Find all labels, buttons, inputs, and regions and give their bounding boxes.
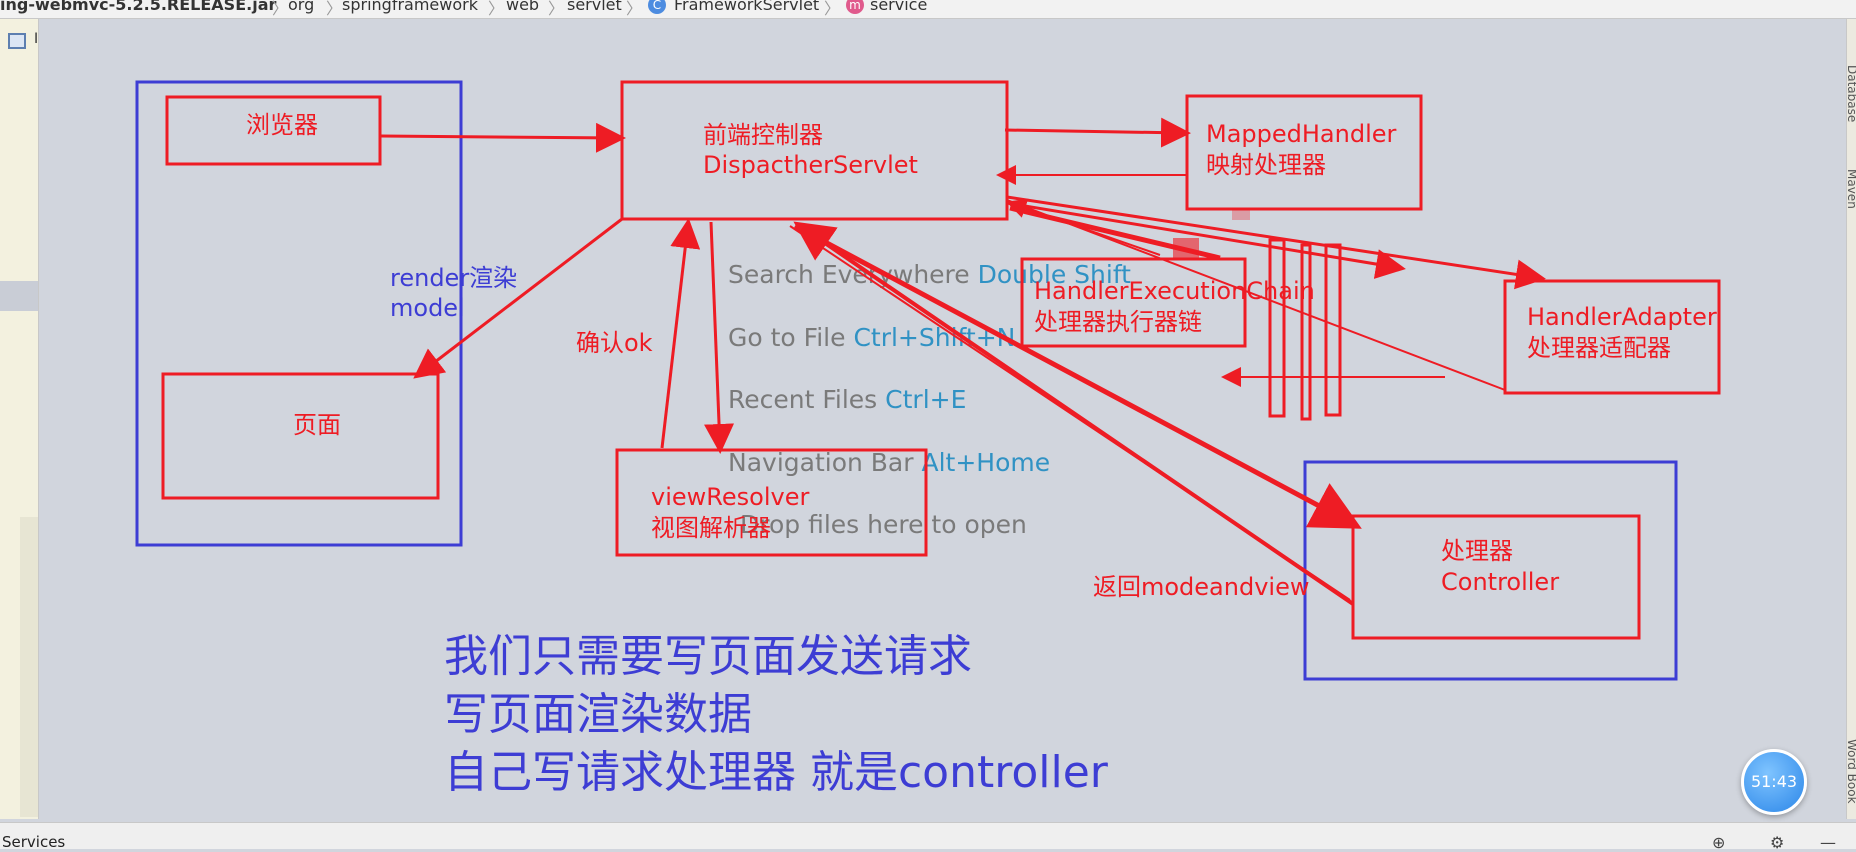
right-tool-strip: Database Maven Word Book bbox=[1845, 19, 1856, 819]
hint-label: Recent Files bbox=[728, 385, 878, 414]
adapter-label-cn: 处理器适配器 bbox=[1527, 334, 1671, 362]
breadcrumb-separator: 〉 bbox=[326, 0, 343, 18]
hint-shortcut: Double Shift bbox=[977, 260, 1131, 289]
globe-icon[interactable]: ⊕ bbox=[1712, 833, 1726, 852]
return-modelandview-label: 返回modeandview bbox=[1093, 573, 1310, 601]
bottom-tool-bar: Services ⊕ ⚙ — bbox=[0, 822, 1856, 852]
modelandview-return-arrow bbox=[793, 221, 1355, 606]
summary-line: 我们只需要写页面发送请求 bbox=[444, 631, 972, 682]
interceptor-bar bbox=[1300, 243, 1312, 421]
hint-shortcut: Alt+Home bbox=[921, 448, 1051, 477]
summary-line: 写页面渲染数据 bbox=[444, 689, 752, 740]
resolve-view-arrow bbox=[704, 221, 735, 454]
breadcrumb-separator: 〉 bbox=[272, 0, 289, 18]
hint-drop-files: Drop files here to open bbox=[740, 510, 1027, 539]
hint-label: Drop files here to open bbox=[740, 510, 1027, 539]
breadcrumb-item-web[interactable]: web bbox=[506, 0, 540, 14]
chain-label-en: HandlerExecutionChain bbox=[1034, 277, 1315, 305]
interceptor-bar bbox=[1268, 238, 1286, 418]
browser-box bbox=[165, 95, 382, 166]
resolver-label-en: viewResolver bbox=[651, 483, 810, 511]
resolver-label-cn: 视图解析器 bbox=[651, 514, 771, 542]
breadcrumb: ing-webmvc-5.2.5.RELEASE.jar 〉 org 〉 spr… bbox=[0, 0, 1856, 19]
smudge-mark bbox=[1232, 208, 1250, 220]
class-icon: C bbox=[648, 0, 666, 14]
mapped-handler-label-cn: 映射处理器 bbox=[1206, 151, 1326, 179]
breadcrumb-item-org[interactable]: org bbox=[288, 0, 315, 14]
scroll-track[interactable] bbox=[20, 517, 38, 817]
project-label: I bbox=[34, 31, 39, 47]
confirm-ok-label: 确认ok bbox=[576, 329, 653, 357]
chain-arrow bbox=[1006, 201, 1406, 279]
confirm-ok-arrow bbox=[660, 218, 701, 449]
recording-timer[interactable]: 51:43 bbox=[1741, 749, 1807, 815]
minimize-icon[interactable]: — bbox=[1820, 833, 1836, 852]
controller-label-cn: 处理器 bbox=[1441, 537, 1513, 565]
breadcrumb-item-class[interactable]: FrameworkServlet bbox=[674, 0, 820, 14]
invoke-controller-arrow bbox=[793, 223, 1362, 529]
breadcrumb-separator: 〉 bbox=[626, 0, 643, 18]
handler-execution-chain-box bbox=[1020, 257, 1247, 348]
wordbook-tool-tab[interactable]: Word Book bbox=[1845, 739, 1856, 804]
database-tool-tab[interactable]: Database bbox=[1845, 65, 1856, 123]
summary-line: 自己写请求处理器 就是controller bbox=[444, 747, 1108, 798]
adapter-arrow bbox=[1006, 195, 1546, 290]
project-icon[interactable] bbox=[8, 33, 26, 49]
controller-box bbox=[1351, 514, 1641, 640]
services-tab[interactable]: Services bbox=[2, 833, 66, 851]
model-label: model bbox=[390, 294, 465, 322]
breadcrumb-separator: 〉 bbox=[548, 0, 565, 18]
dispatcher-label-en: DispactherServlet bbox=[703, 151, 918, 179]
hint-label: Navigation Bar bbox=[728, 448, 914, 477]
lookup-handler-arrow bbox=[1004, 117, 1191, 148]
render-label: render渲染 bbox=[390, 264, 518, 292]
page-box bbox=[161, 372, 440, 500]
breadcrumb-item-method[interactable]: service bbox=[870, 0, 928, 14]
hint-search-everywhere[interactable]: Search Everywhere Double Shift bbox=[728, 260, 1131, 289]
mapped-handler-label-en: MappedHandler bbox=[1206, 120, 1397, 148]
breadcrumb-item-servlet[interactable]: servlet bbox=[567, 0, 622, 14]
breadcrumb-separator: 〉 bbox=[488, 0, 505, 18]
dispatcher-label-cn: 前端控制器 bbox=[703, 121, 823, 149]
project-tool-strip: I bbox=[0, 19, 39, 819]
hint-shortcut: Ctrl+E bbox=[885, 385, 967, 414]
breadcrumb-item-jar[interactable]: ing-webmvc-5.2.5.RELEASE.jar bbox=[0, 0, 277, 14]
client-frame bbox=[135, 80, 463, 547]
breadcrumb-item-springframework[interactable]: springframework bbox=[342, 0, 478, 14]
request-arrow bbox=[379, 122, 626, 153]
breadcrumb-separator: 〉 bbox=[824, 0, 841, 18]
view-resolver-box bbox=[615, 448, 928, 557]
hint-navigation-bar[interactable]: Navigation Bar Alt+Home bbox=[728, 448, 1050, 477]
hint-label: Go to File bbox=[728, 323, 846, 352]
gear-icon[interactable]: ⚙ bbox=[1770, 833, 1785, 852]
browser-label: 浏览器 bbox=[246, 111, 318, 139]
selected-tree-row[interactable] bbox=[0, 281, 38, 311]
page-label: 页面 bbox=[293, 411, 341, 439]
render-arrow bbox=[413, 217, 623, 379]
adapter-label-en: HandlerAdapter bbox=[1527, 303, 1717, 331]
adapter-return-line bbox=[1006, 199, 1506, 391]
mapped-handler-box bbox=[1185, 94, 1423, 211]
method-icon: m bbox=[846, 0, 864, 14]
hint-recent-files[interactable]: Recent Files Ctrl+E bbox=[728, 385, 966, 414]
interceptor-bar bbox=[1324, 243, 1342, 417]
handler-adapter-box bbox=[1503, 279, 1721, 395]
maven-tool-tab[interactable]: Maven bbox=[1845, 169, 1856, 209]
chain-label-cn: 处理器执行器链 bbox=[1034, 308, 1202, 336]
chain-line bbox=[1009, 205, 1221, 261]
controller-label-en: Controller bbox=[1441, 568, 1560, 596]
summary-note: 我们只需要写页面发送请求 写页面渲染数据 自己写请求处理器 就是controll… bbox=[444, 628, 1108, 802]
